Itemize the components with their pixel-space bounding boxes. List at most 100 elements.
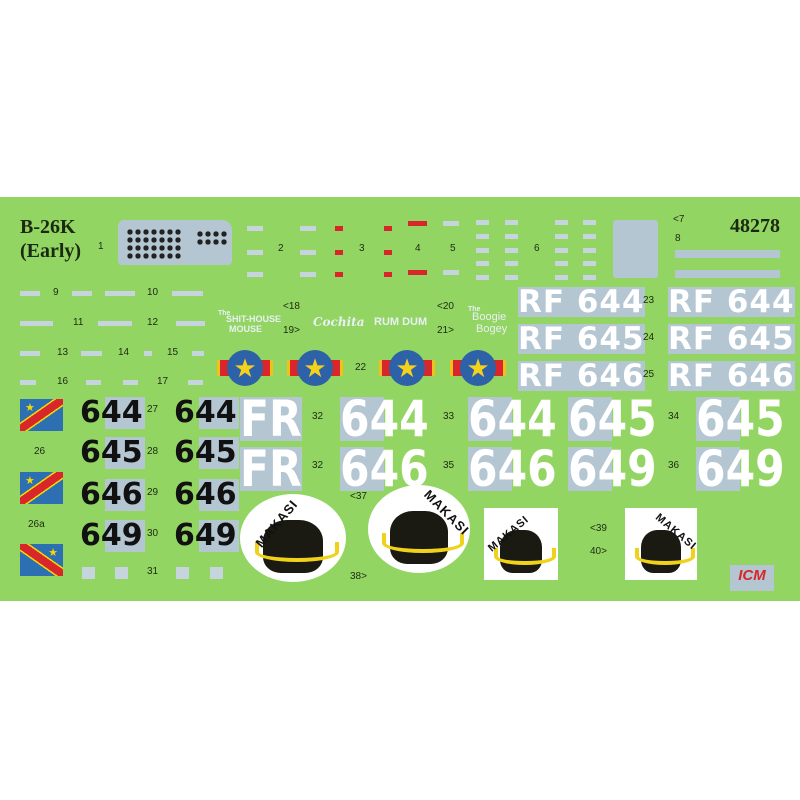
placard-decal <box>247 250 263 255</box>
placard-decal <box>555 275 568 280</box>
placard-decal <box>583 248 596 253</box>
decal-number-label: 34 <box>668 411 680 422</box>
decal-number-label: 29 <box>147 487 159 498</box>
placard-decal <box>384 226 392 231</box>
kit-number: 48278 <box>730 215 780 237</box>
decal-number-label: <20 <box>437 301 454 312</box>
placard-decal <box>555 220 568 225</box>
stripe-decal <box>675 250 780 258</box>
star-icon: ★ <box>297 350 333 386</box>
decal-number-label: 33 <box>443 411 455 422</box>
roundel-decal: ★ <box>379 350 435 386</box>
placard-decal <box>384 250 392 255</box>
star-icon: ★ <box>227 350 263 386</box>
placard-decal <box>210 567 223 579</box>
makasi-buffalo-decal: MAKASI <box>240 494 346 582</box>
nickname-text: Boogie <box>472 311 507 323</box>
placard-decal <box>408 270 427 275</box>
decal-number-label: <7 <box>673 214 685 225</box>
nickname-text: Cochita <box>313 315 365 329</box>
registration-decal: RF 644 <box>668 284 795 320</box>
congo-flag-decal: ★ <box>20 544 63 576</box>
placard-decal <box>247 272 263 277</box>
decal-number-label: 28 <box>147 446 159 457</box>
placard-decal <box>144 351 152 356</box>
placard-decal <box>176 567 189 579</box>
roundel-decal: ★ <box>450 350 506 386</box>
placard-decal <box>172 291 203 296</box>
placard-decal <box>505 275 518 280</box>
decal-number-label: 31 <box>147 566 159 577</box>
registration-decal: RF 645 <box>518 321 645 357</box>
star-icon: ★ <box>460 350 496 386</box>
placard-decal <box>247 226 263 231</box>
serial-decal-white: 644 <box>468 390 557 448</box>
placard-decal <box>192 351 204 356</box>
placard-decal <box>300 272 316 277</box>
placard-decal <box>505 220 518 225</box>
serial-decal-black: 646 <box>172 477 239 512</box>
decal-number-label: 3 <box>359 243 365 254</box>
placard-decal <box>300 226 316 231</box>
serial-decal-black: 649 <box>78 518 145 553</box>
placard-decal <box>555 261 568 266</box>
decal-number-label: 5 <box>450 243 456 254</box>
decal-number-label: 19> <box>283 325 300 336</box>
decal-number-label: 12 <box>147 317 159 328</box>
star-icon: ★ <box>389 350 425 386</box>
decal-number-label: 13 <box>57 347 69 358</box>
serial-decal-black: 644 <box>172 395 239 430</box>
decal-number-label: 4 <box>415 243 421 254</box>
placard-decal <box>105 291 135 296</box>
serial-decal-black: 646 <box>78 477 145 512</box>
placard-decal <box>335 272 343 277</box>
serial-decal-black: 644 <box>78 395 145 430</box>
decal-number-label: 25 <box>643 369 655 380</box>
decal-number-label: 2 <box>278 243 284 254</box>
serial-decal-black: 649 <box>172 518 239 553</box>
serial-decal-black: 645 <box>78 435 145 470</box>
decal-number-label: 38> <box>350 571 367 582</box>
decal-number-label: 15 <box>167 347 179 358</box>
nickname-text: Bogey <box>476 323 508 335</box>
placard-decal <box>335 226 343 231</box>
decal-number-label: 22 <box>355 362 367 373</box>
placard-decal <box>384 272 392 277</box>
decal-number-label: 16 <box>57 376 69 387</box>
placard-decal <box>20 321 53 326</box>
star-icon: ★ <box>48 547 58 559</box>
decal-number-label: 32 <box>312 460 324 471</box>
decal-number-label: 26a <box>28 519 45 530</box>
placard-decal <box>408 221 427 226</box>
makasi-buffalo-decal: MAKASI <box>368 485 470 573</box>
makasi-buffalo-decal: MAKASI <box>484 508 558 580</box>
placard-decal <box>82 567 95 579</box>
decal-number-label: 17 <box>157 376 169 387</box>
registration-decal: RF 646 <box>668 358 795 394</box>
decal-number-label: 32 <box>312 411 324 422</box>
model-title: B-26K <box>20 216 76 238</box>
placard-decal <box>476 234 489 239</box>
serial-decal-white: 646 <box>468 440 557 498</box>
serial-decal-white: 645 <box>696 390 785 448</box>
nickname-text: The <box>218 310 231 317</box>
decal-number-label: 40> <box>590 546 607 557</box>
roundel-decal: ★ <box>217 350 273 386</box>
makasi-buffalo-decal: MAKASI <box>625 508 697 580</box>
placard-decal <box>176 321 205 326</box>
placard-decal <box>115 567 128 579</box>
nickname-text: RUM DUM <box>374 316 428 328</box>
decal-number-label: <37 <box>350 491 367 502</box>
star-icon: ★ <box>25 475 35 487</box>
congo-flag-decal: ★ <box>20 472 63 504</box>
fr-decal: FR <box>240 440 302 498</box>
placard-decal <box>300 250 316 255</box>
placard-decal <box>583 275 596 280</box>
placard-decal <box>583 220 596 225</box>
decal-number-label: 36 <box>668 460 680 471</box>
decal-number-label: 35 <box>443 460 455 471</box>
decal-number-label: 9 <box>53 287 59 298</box>
variant-title: (Early) <box>20 240 82 262</box>
placard-decal <box>188 380 203 385</box>
placard-decal <box>583 234 596 239</box>
